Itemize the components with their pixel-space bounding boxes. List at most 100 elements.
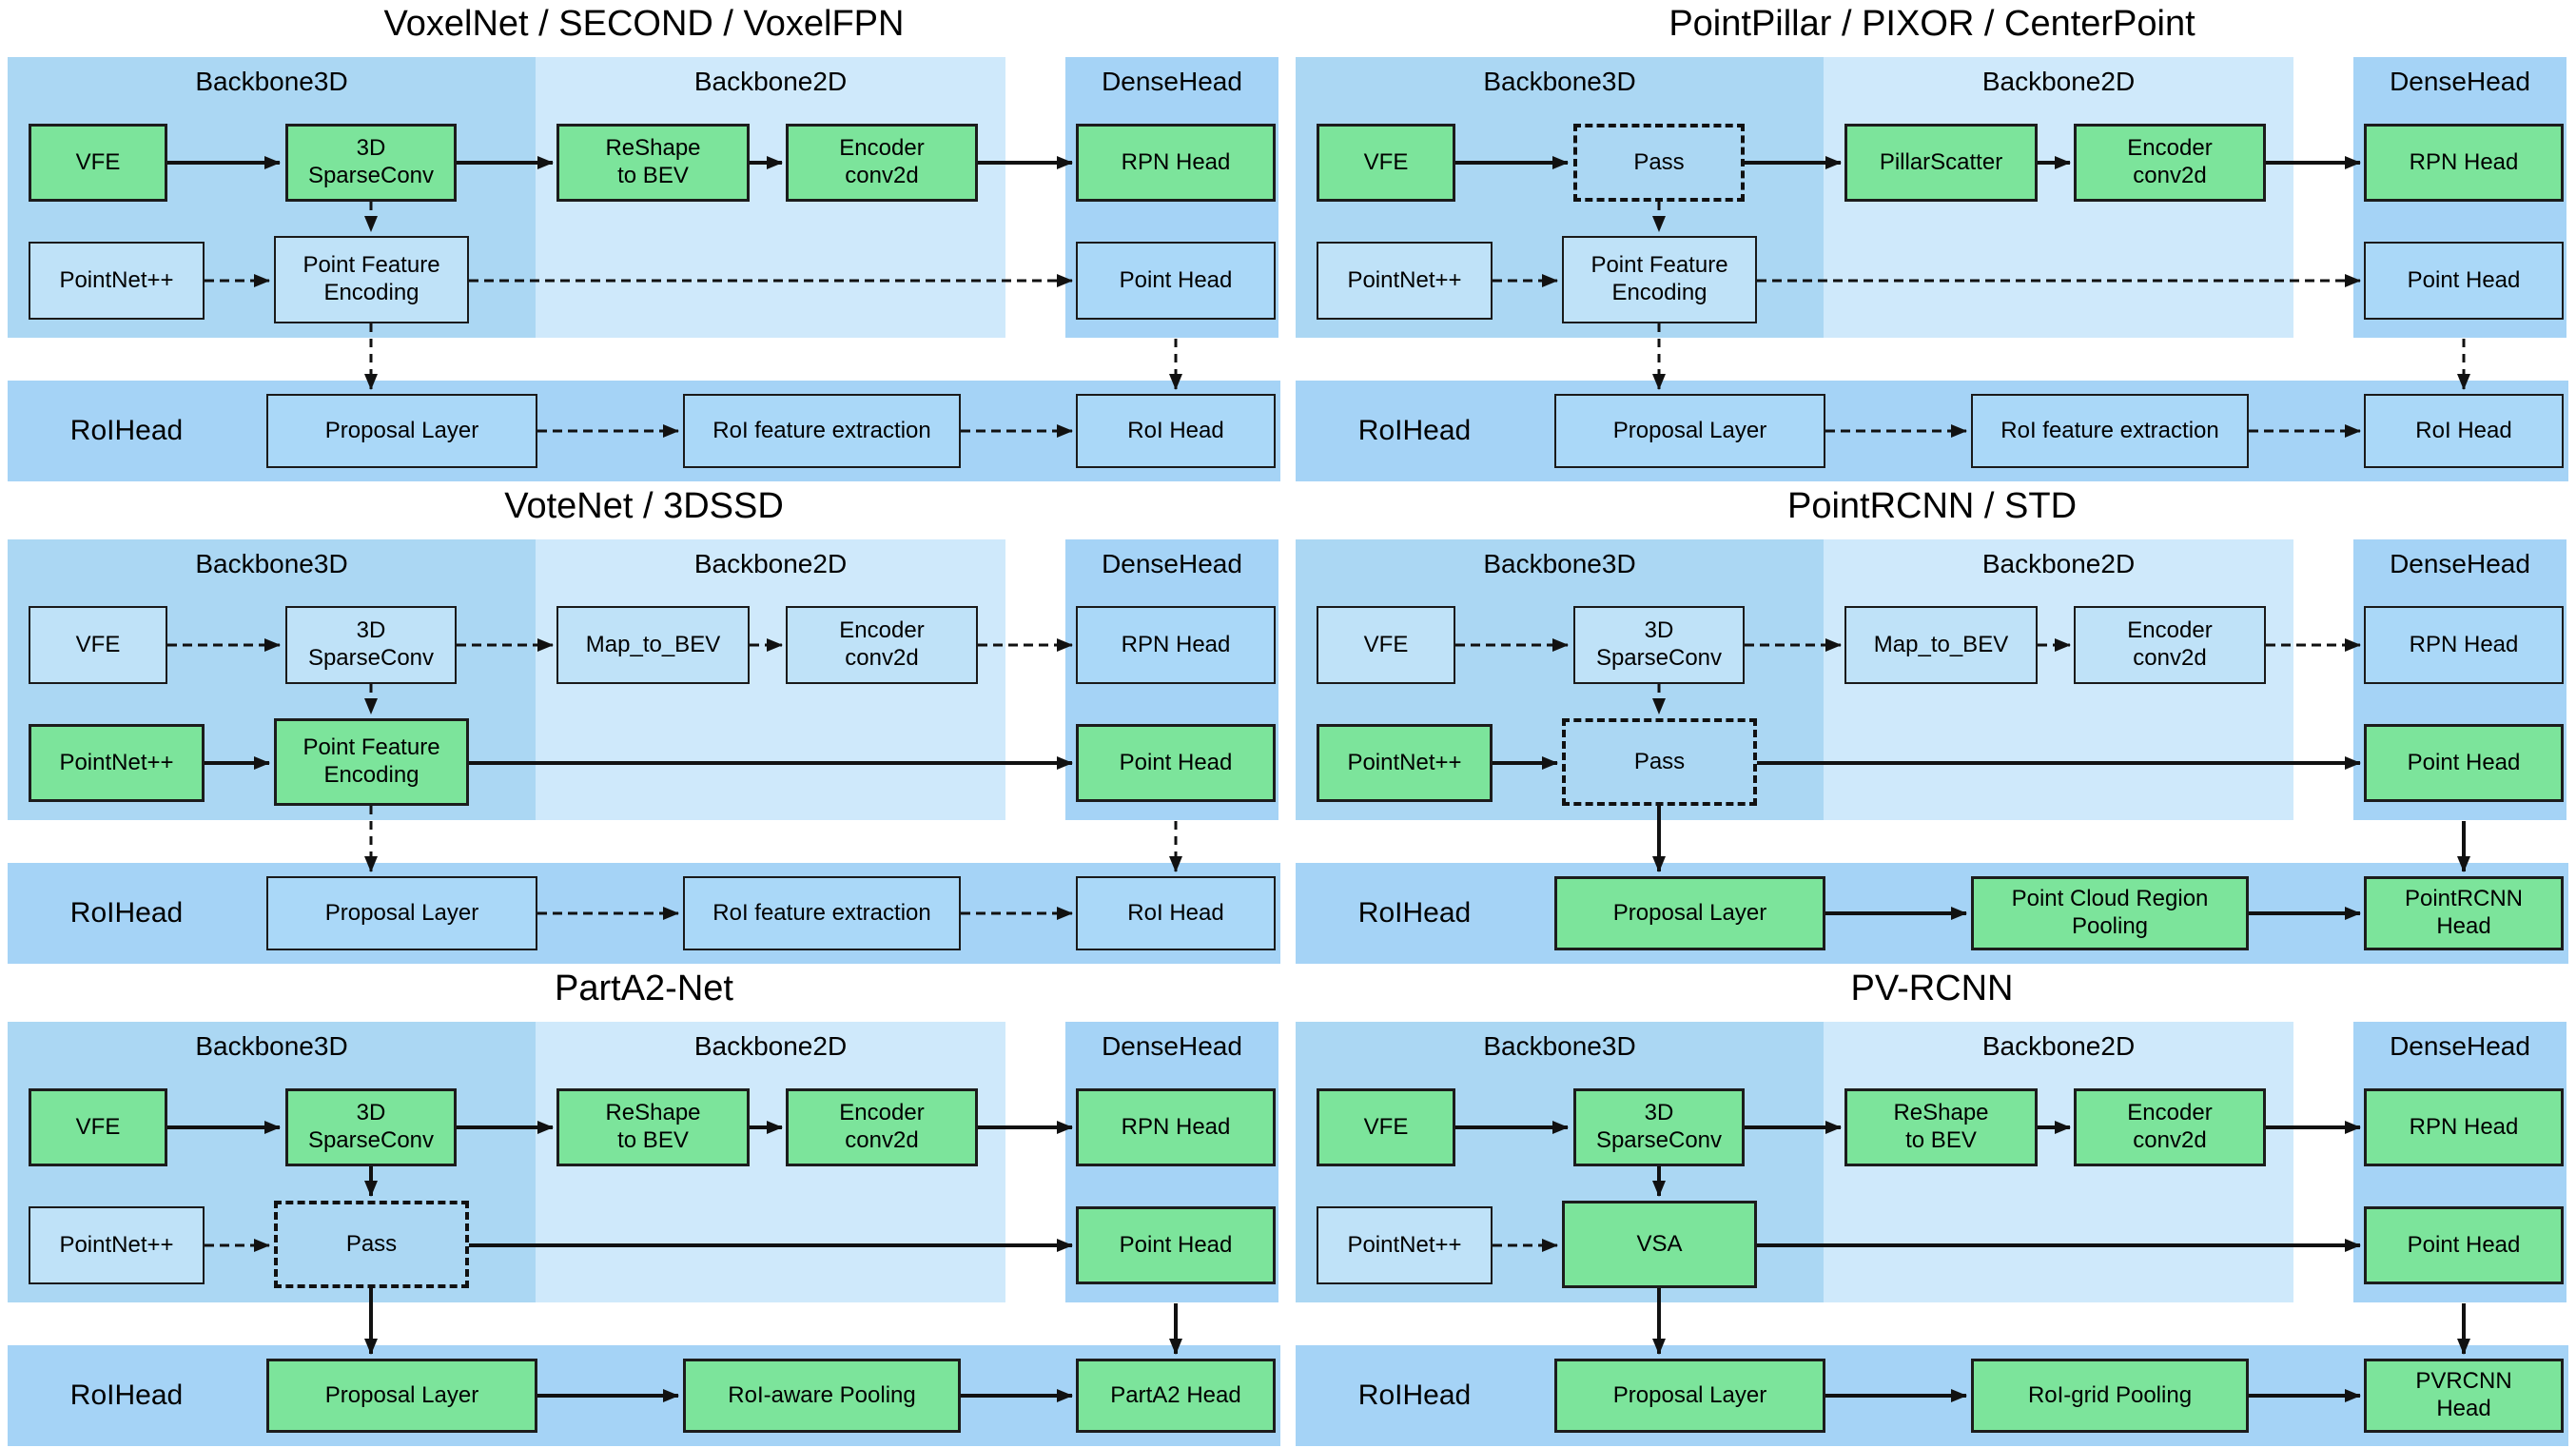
region-densehead-label: DenseHead xyxy=(2390,549,2530,578)
region-roihead-label: RoIHead xyxy=(1357,897,1472,929)
node-point-head: Point Head xyxy=(1076,242,1276,320)
panel-title: PartA2-Net xyxy=(555,969,733,1008)
node-reshape-to-bev: ReShape to BEV xyxy=(1844,1088,2038,1166)
panel-title: VoxelNet / SECOND / VoxelFPN xyxy=(383,4,905,44)
region-backbone3d-label: Backbone3D xyxy=(195,67,348,96)
panel-title: PointPillar / PIXOR / CenterPoint xyxy=(1669,4,2195,44)
node-encoder-conv2d: Encoder conv2d xyxy=(2074,606,2266,684)
node-rpn-head: RPN Head xyxy=(2364,606,2564,684)
panel-pointrcnn: PointRCNN / STD Backbone3D Backbone2D De… xyxy=(1288,482,2576,966)
panel-pvrcnn: PV-RCNN Backbone3D Backbone2D DenseHead … xyxy=(1288,965,2576,1448)
node-rpn-head: RPN Head xyxy=(2364,1088,2564,1166)
node-point-feature-encoding: Point Feature Encoding xyxy=(274,236,469,323)
node-encoder-conv2d: Encoder conv2d xyxy=(786,606,978,684)
node-pointnet: PointNet++ xyxy=(29,724,205,802)
region-densehead-label: DenseHead xyxy=(1102,1031,1242,1061)
node-vfe: VFE xyxy=(29,606,167,684)
region-backbone3d-label: Backbone3D xyxy=(195,1031,348,1061)
node-encoder-conv2d: Encoder conv2d xyxy=(786,124,978,202)
node-roi-feature-extraction: RoI feature extraction xyxy=(683,394,961,468)
node-point-head: Point Head xyxy=(1076,724,1276,802)
node-rpn-head: RPN Head xyxy=(1076,606,1276,684)
node-proposal-layer: Proposal Layer xyxy=(1554,394,1825,468)
region-backbone2d-label: Backbone2D xyxy=(1981,549,2136,578)
panel-title: PointRCNN / STD xyxy=(1786,486,2078,526)
node-map-to-bev: Map_to_BEV xyxy=(556,606,750,684)
node-rpn-head: RPN Head xyxy=(1076,124,1276,202)
node-point-head: Point Head xyxy=(2364,242,2564,320)
node-proposal-layer: Proposal Layer xyxy=(1554,876,1825,950)
panel-voxelnet: VoxelNet / SECOND / VoxelFPN Backbone3D … xyxy=(0,0,1288,483)
node-point-cloud-region-pooling: Point Cloud Region Pooling xyxy=(1971,876,2249,950)
node-roi-feature-extraction: RoI feature extraction xyxy=(683,876,961,950)
region-backbone2d-label: Backbone2D xyxy=(1981,1031,2136,1061)
node-3d-sparseconv: 3D SparseConv xyxy=(285,124,457,202)
node-roi-head: RoI Head xyxy=(2364,394,2564,468)
panel-title: VoteNet / 3DSSD xyxy=(504,486,784,526)
node-pointrcnn-head: PointRCNN Head xyxy=(2364,876,2564,950)
panel-pointpillar: PointPillar / PIXOR / CenterPoint Backbo… xyxy=(1288,0,2576,483)
region-backbone2d-label: Backbone2D xyxy=(693,1031,848,1061)
node-rpn-head: RPN Head xyxy=(1076,1088,1276,1166)
region-densehead-label: DenseHead xyxy=(2390,67,2530,96)
node-roi-head: RoI Head xyxy=(1076,876,1276,950)
node-reshape-to-bev: ReShape to BEV xyxy=(556,124,750,202)
region-backbone2d-label: Backbone2D xyxy=(1981,67,2136,96)
node-pillarscatter: PillarScatter xyxy=(1844,124,2038,202)
node-proposal-layer: Proposal Layer xyxy=(266,394,537,468)
node-pass: Pass xyxy=(274,1201,469,1288)
region-densehead-label: DenseHead xyxy=(1102,549,1242,578)
region-roihead-label: RoIHead xyxy=(69,897,184,929)
node-point-head: Point Head xyxy=(2364,1206,2564,1284)
node-point-head: Point Head xyxy=(2364,724,2564,802)
node-pvrcnn-head: PVRCNN Head xyxy=(2364,1359,2564,1433)
node-reshape-to-bev: ReShape to BEV xyxy=(556,1088,750,1166)
node-3d-sparseconv: 3D SparseConv xyxy=(1573,1088,1745,1166)
node-proposal-layer: Proposal Layer xyxy=(266,1359,537,1433)
node-point-feature-encoding: Point Feature Encoding xyxy=(274,718,469,806)
node-pointnet: PointNet++ xyxy=(29,242,205,320)
node-3d-sparseconv: 3D SparseConv xyxy=(285,1088,457,1166)
node-rpn-head: RPN Head xyxy=(2364,124,2564,202)
region-roihead-label: RoIHead xyxy=(69,1380,184,1411)
node-pass: Pass xyxy=(1573,124,1745,202)
region-roihead-label: RoIHead xyxy=(69,415,184,446)
panel-title: PV-RCNN xyxy=(1850,969,2014,1008)
node-pointnet: PointNet++ xyxy=(1317,1206,1493,1284)
node-vfe: VFE xyxy=(29,124,167,202)
region-densehead-label: DenseHead xyxy=(1102,67,1242,96)
node-vfe: VFE xyxy=(1317,124,1455,202)
region-roihead-label: RoIHead xyxy=(1357,415,1472,446)
node-vfe: VFE xyxy=(1317,606,1455,684)
node-roi-grid-pooling: RoI-grid Pooling xyxy=(1971,1359,2249,1433)
region-backbone3d-label: Backbone3D xyxy=(1483,1031,1636,1061)
region-backbone3d-label: Backbone3D xyxy=(195,549,348,578)
node-vfe: VFE xyxy=(29,1088,167,1166)
node-vfe: VFE xyxy=(1317,1088,1455,1166)
node-encoder-conv2d: Encoder conv2d xyxy=(2074,124,2266,202)
node-pointnet: PointNet++ xyxy=(1317,242,1493,320)
node-pass: Pass xyxy=(1562,718,1757,806)
panel-parta2: PartA2-Net Backbone3D Backbone2D DenseHe… xyxy=(0,965,1288,1448)
region-backbone2d-label: Backbone2D xyxy=(693,549,848,578)
node-encoder-conv2d: Encoder conv2d xyxy=(786,1088,978,1166)
node-parta2-head: PartA2 Head xyxy=(1076,1359,1276,1433)
panel-votenet: VoteNet / 3DSSD Backbone3D Backbone2D De… xyxy=(0,482,1288,966)
node-3d-sparseconv: 3D SparseConv xyxy=(285,606,457,684)
region-backbone3d-label: Backbone3D xyxy=(1483,67,1636,96)
node-3d-sparseconv: 3D SparseConv xyxy=(1573,606,1745,684)
region-densehead-label: DenseHead xyxy=(2390,1031,2530,1061)
node-proposal-layer: Proposal Layer xyxy=(266,876,537,950)
node-pointnet: PointNet++ xyxy=(1317,724,1493,802)
node-roi-feature-extraction: RoI feature extraction xyxy=(1971,394,2249,468)
region-backbone2d-label: Backbone2D xyxy=(693,67,848,96)
node-map-to-bev: Map_to_BEV xyxy=(1844,606,2038,684)
node-roi-aware-pooling: RoI-aware Pooling xyxy=(683,1359,961,1433)
node-vsa: VSA xyxy=(1562,1201,1757,1288)
node-roi-head: RoI Head xyxy=(1076,394,1276,468)
node-encoder-conv2d: Encoder conv2d xyxy=(2074,1088,2266,1166)
node-point-feature-encoding: Point Feature Encoding xyxy=(1562,236,1757,323)
node-point-head: Point Head xyxy=(1076,1206,1276,1284)
region-backbone3d-label: Backbone3D xyxy=(1483,549,1636,578)
node-proposal-layer: Proposal Layer xyxy=(1554,1359,1825,1433)
